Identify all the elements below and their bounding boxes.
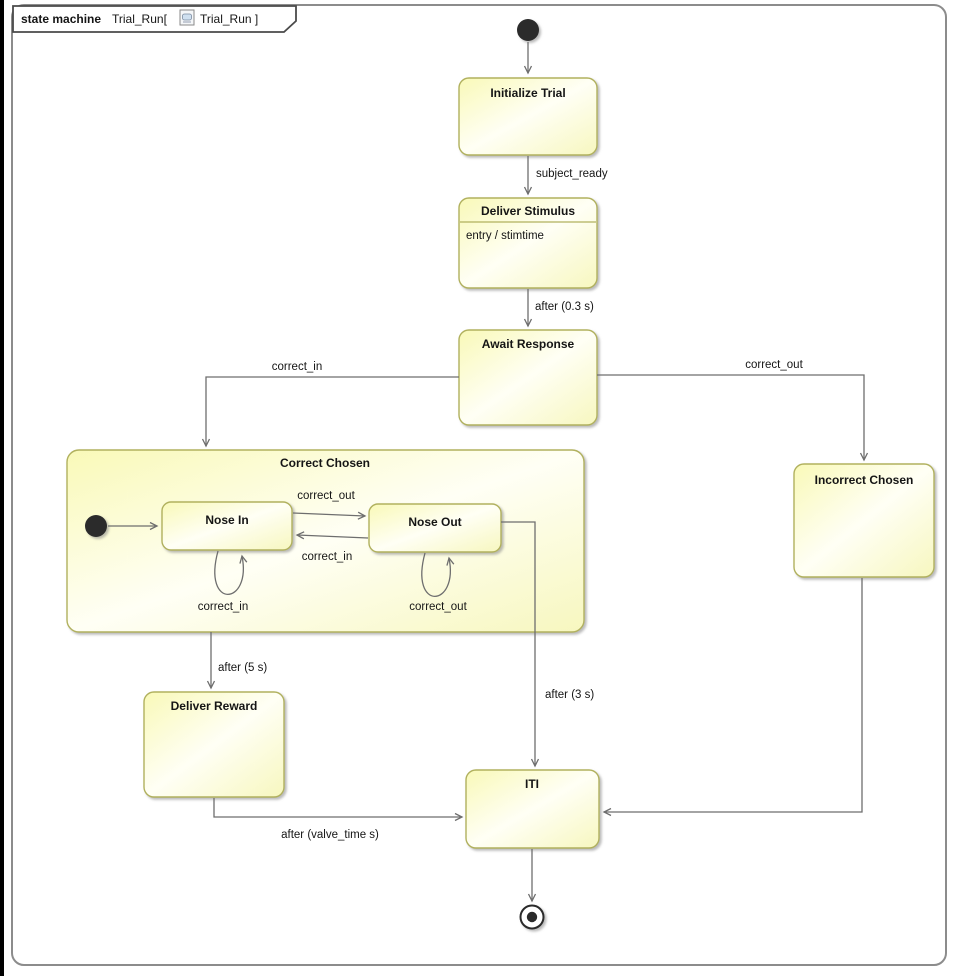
- state-nose-in[interactable]: Nose In: [161, 501, 293, 551]
- transition-label-after-3-s: after (3 s): [545, 689, 594, 701]
- initial-state[interactable]: [517, 19, 539, 41]
- state-machine-diagram-icon: [179, 9, 195, 26]
- state-title: ITI: [525, 777, 539, 791]
- transition-nosein-to-noseout[interactable]: [292, 511, 367, 520]
- state-title: Correct Chosen: [280, 456, 370, 470]
- state-machine-diagram: state machine Trial_Run[ Trial_Run ] Ini…: [11, 4, 947, 966]
- state-initialize-trial[interactable]: Initialize Trial: [458, 77, 598, 156]
- transition-nosein-self-loop[interactable]: [214, 550, 248, 595]
- state-entry-action: entry / stimtime: [466, 230, 544, 242]
- state-iti[interactable]: ITI: [465, 769, 600, 849]
- state-deliver-stimulus[interactable]: Deliver Stimulus entry / stimtime: [458, 197, 598, 289]
- transition-label-nosein-self: correct_in: [198, 601, 249, 613]
- transition-after-3s[interactable]: [501, 521, 540, 768]
- state-title: Await Response: [482, 337, 575, 351]
- state-nose-out[interactable]: Nose Out: [368, 503, 502, 553]
- state-title: Deliver Stimulus: [481, 204, 575, 218]
- state-title: Nose Out: [408, 515, 461, 529]
- transition-label-subject-ready: subject_ready: [536, 168, 608, 180]
- transition-after-valve-time[interactable]: [213, 798, 464, 822]
- state-await-response[interactable]: Await Response: [458, 329, 598, 426]
- frame-title-name: Trial_Run[: [112, 12, 168, 26]
- transition-noseout-to-nosein[interactable]: [295, 531, 369, 540]
- state-title: Deliver Reward: [171, 699, 258, 713]
- frame-title-keyword: state machine: [21, 12, 101, 26]
- transition-label-after-0-3-s: after (0.3 s): [535, 301, 594, 313]
- state-title: Incorrect Chosen: [815, 473, 914, 487]
- frame-title-ref: Trial_Run ]: [200, 12, 258, 26]
- state-title: Nose In: [205, 513, 248, 527]
- transition-correct-in-branch[interactable]: [201, 376, 459, 448]
- final-state[interactable]: [519, 904, 545, 930]
- state-deliver-reward[interactable]: Deliver Reward: [143, 691, 285, 798]
- frame-header-tab: [12, 5, 297, 33]
- transition-label-correct-out: correct_out: [745, 359, 803, 371]
- transition-label-after-5-s: after (5 s): [218, 662, 267, 674]
- transition-noseout-self-loop[interactable]: [421, 552, 455, 597]
- transition-label-correct-out-inner: correct_out: [297, 490, 355, 502]
- state-incorrect-chosen[interactable]: Incorrect Chosen: [793, 463, 935, 578]
- state-correct-chosen[interactable]: Correct Chosen: [66, 449, 585, 633]
- transition-label-after-valve-time: after (valve_time s): [281, 829, 379, 841]
- transition-correct-out-branch[interactable]: [597, 374, 869, 462]
- inner-initial-state[interactable]: [85, 515, 107, 537]
- transition-label-noseout-self: correct_out: [409, 601, 467, 613]
- transition-incorrect-to-iti[interactable]: [602, 578, 863, 817]
- transition-label-correct-in: correct_in: [272, 361, 323, 373]
- state-title: Initialize Trial: [490, 86, 565, 100]
- transition-label-correct-in-inner: correct_in: [302, 551, 353, 563]
